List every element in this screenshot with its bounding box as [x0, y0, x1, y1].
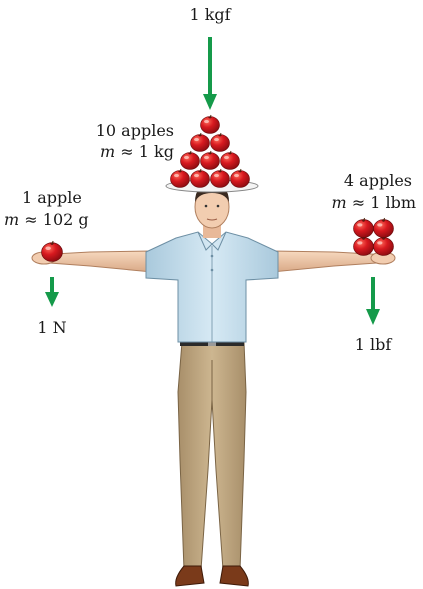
- apple: [170, 168, 190, 188]
- mass-value: ≈ 1 lbm: [351, 193, 416, 212]
- apple: [353, 235, 374, 256]
- pants: [177, 341, 247, 571]
- left-mass-label: m ≈ 102 g: [4, 210, 89, 230]
- mass-value: ≈ 1 kg: [120, 142, 174, 161]
- mass-value: ≈ 102 g: [24, 210, 89, 229]
- top-force-label: 1 kgf: [189, 5, 231, 24]
- apple: [373, 217, 394, 238]
- head-apple-count-label: 10 apples: [95, 121, 174, 140]
- apple: [190, 132, 210, 152]
- apple: [220, 150, 240, 170]
- apple: [200, 150, 220, 170]
- right-shoe: [219, 565, 249, 587]
- single-apple: [41, 240, 63, 262]
- right-force-label: 1 lbf: [354, 335, 392, 354]
- apple: [373, 235, 394, 256]
- apple: [210, 132, 230, 152]
- apple: [210, 168, 230, 188]
- mass-symbol: m: [331, 193, 347, 212]
- mass-symbol: m: [4, 210, 20, 229]
- apple-stack-four: [353, 217, 394, 256]
- mass-symbol: m: [100, 142, 116, 161]
- apple: [200, 114, 220, 134]
- apple: [353, 217, 374, 238]
- top-force-arrow: [203, 37, 217, 110]
- right-mass-label: m ≈ 1 lbm: [292, 193, 416, 213]
- apple: [190, 168, 210, 188]
- left-force-label: 1 N: [37, 318, 67, 337]
- person-figure: [31, 184, 396, 587]
- apple: [230, 168, 250, 188]
- head-mass-label: m ≈ 1 kg: [60, 142, 174, 162]
- apple-pyramid: [170, 114, 250, 188]
- left-force-arrow: [45, 277, 59, 307]
- apple: [180, 150, 200, 170]
- right-apple-count-label: 4 apples: [343, 171, 412, 190]
- left-apple-count-label: 1 apple: [22, 188, 82, 207]
- right-force-arrow: [366, 277, 380, 325]
- left-shoe: [175, 565, 205, 587]
